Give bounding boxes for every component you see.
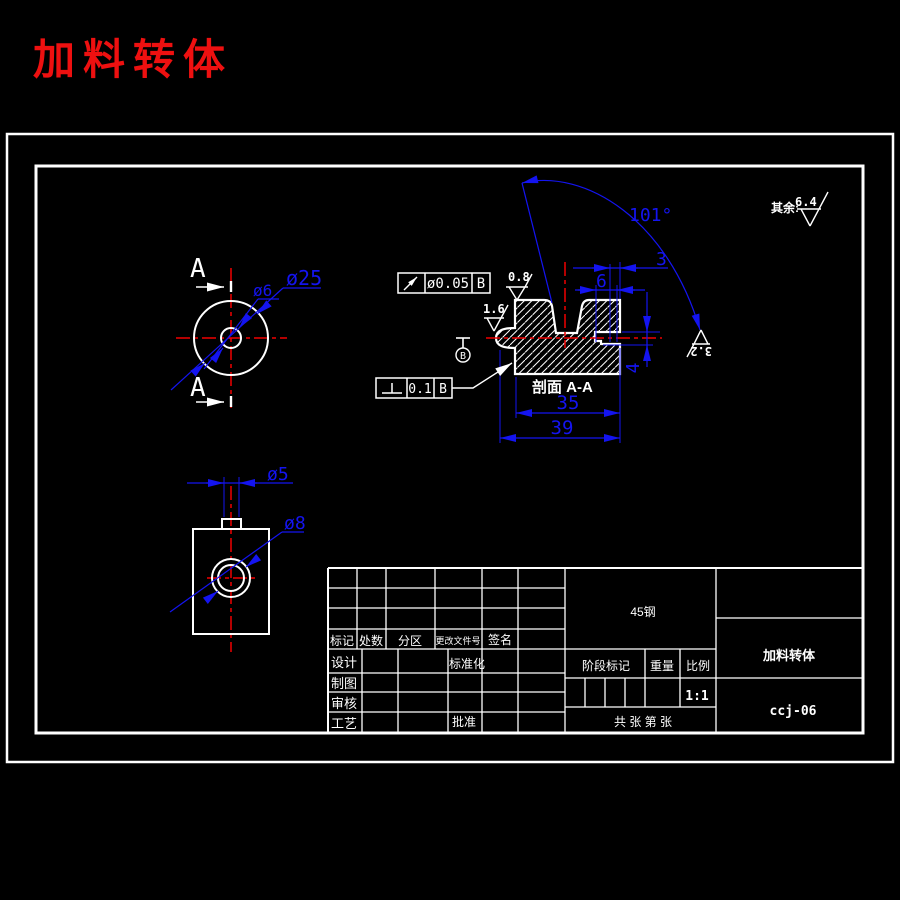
section-letter-top: A — [190, 254, 206, 284]
dim-side-hole-label: ø8 — [284, 513, 306, 534]
section-view: 101° 3 6 4 35 39 剖面 A-A 0.8 — [375, 175, 712, 443]
roughness-top-value: 0.8 — [508, 270, 530, 284]
dim-angle-label: 101° — [629, 205, 672, 226]
tb-label-count: 处数 — [359, 633, 383, 648]
tb-label-mark: 标记 — [330, 634, 354, 648]
hole-circle — [220, 327, 242, 349]
dim-inner-width-label: 35 — [557, 392, 580, 414]
page-title: 加料转体 — [33, 35, 233, 84]
tb-material: 45钢 — [630, 605, 655, 619]
tb-sheet-note: 共 张 第 张 — [614, 715, 672, 729]
tb-label-standardization: 标准化 — [449, 657, 485, 671]
dim-leader-side-hole — [169, 531, 283, 613]
tb-label-design: 设计 — [331, 655, 357, 670]
tb-label-review: 审核 — [331, 696, 357, 711]
tb-part-name: 加料转体 — [762, 648, 816, 663]
fcf-runout-datum: B — [477, 276, 485, 292]
tb-label-weight: 重量 — [650, 659, 674, 673]
tb-drawing-number: ccj-06 — [770, 704, 817, 719]
datum-label: B — [460, 351, 466, 362]
fcf-leader — [452, 362, 513, 389]
dim-boss-hole-label: ø5 — [267, 464, 289, 485]
dim-slot-width-label: 6 — [596, 271, 607, 292]
fcf-perp-value: 0.1 — [408, 382, 431, 397]
surface-note-value: 6.4 — [795, 195, 817, 209]
fcf-runout: ø0.05 B — [397, 272, 491, 294]
title-block: 标记 处数 分区 更改文件号 签名 设计 标准化 制图 审核 工艺 批准 45钢… — [327, 567, 863, 733]
roughness-left-symbol: 1.6 — [483, 302, 509, 332]
inner-border — [34, 164, 865, 735]
dim-hole-label: ø6 — [253, 281, 272, 300]
tb-label-drafting: 制图 — [331, 676, 357, 691]
section-letter-bottom: A — [190, 373, 206, 403]
perpendicularity-icon — [382, 383, 402, 394]
surface-note: 其余: 6.4 — [771, 191, 829, 227]
fcf-perp-datum: B — [439, 382, 447, 397]
angle-arc — [521, 175, 701, 331]
dim-step-label: 3 — [656, 249, 667, 270]
roughness-right-symbol: 3.2 — [686, 329, 712, 358]
part-section-profile — [494, 298, 622, 376]
tb-scale-value: 1:1 — [685, 689, 709, 704]
roughness-general-icon — [797, 191, 829, 227]
roughness-right-value: 3.2 — [690, 344, 712, 358]
roughness-top-symbol: 0.8 — [506, 270, 533, 301]
tb-label-approval: 批准 — [452, 714, 476, 729]
roughness-left-value: 1.6 — [483, 302, 505, 316]
tb-label-change-file-no: 更改文件号 — [435, 635, 480, 646]
tb-label-signature: 签名 — [488, 632, 512, 647]
tb-label-process: 工艺 — [331, 716, 357, 731]
fcf-runout-value: ø0.05 — [427, 276, 469, 292]
dim-outer-label: ø25 — [286, 266, 322, 290]
fcf-perpendicularity: 0.1 B — [375, 362, 513, 399]
boss-outline — [221, 518, 242, 530]
tb-label-scale: 比例 — [686, 659, 710, 673]
hole-outer-circle — [211, 558, 251, 598]
front-view: A A ø6 ø25 — [170, 254, 322, 408]
outer-border — [5, 132, 895, 764]
surface-note-prefix: 其余: — [771, 200, 799, 215]
tb-label-zone: 分区 — [398, 634, 422, 648]
dim-outer-width-label: 39 — [551, 417, 574, 439]
datum-target: B — [455, 337, 471, 363]
outer-circle — [193, 300, 269, 376]
dim-slot-height-label: 4 — [623, 363, 644, 374]
runout-icon — [403, 276, 418, 291]
side-view: ø5 ø8 — [169, 464, 306, 652]
tb-label-stage-mark: 阶段标记 — [582, 658, 630, 673]
section-caption: 剖面 A-A — [532, 378, 593, 396]
